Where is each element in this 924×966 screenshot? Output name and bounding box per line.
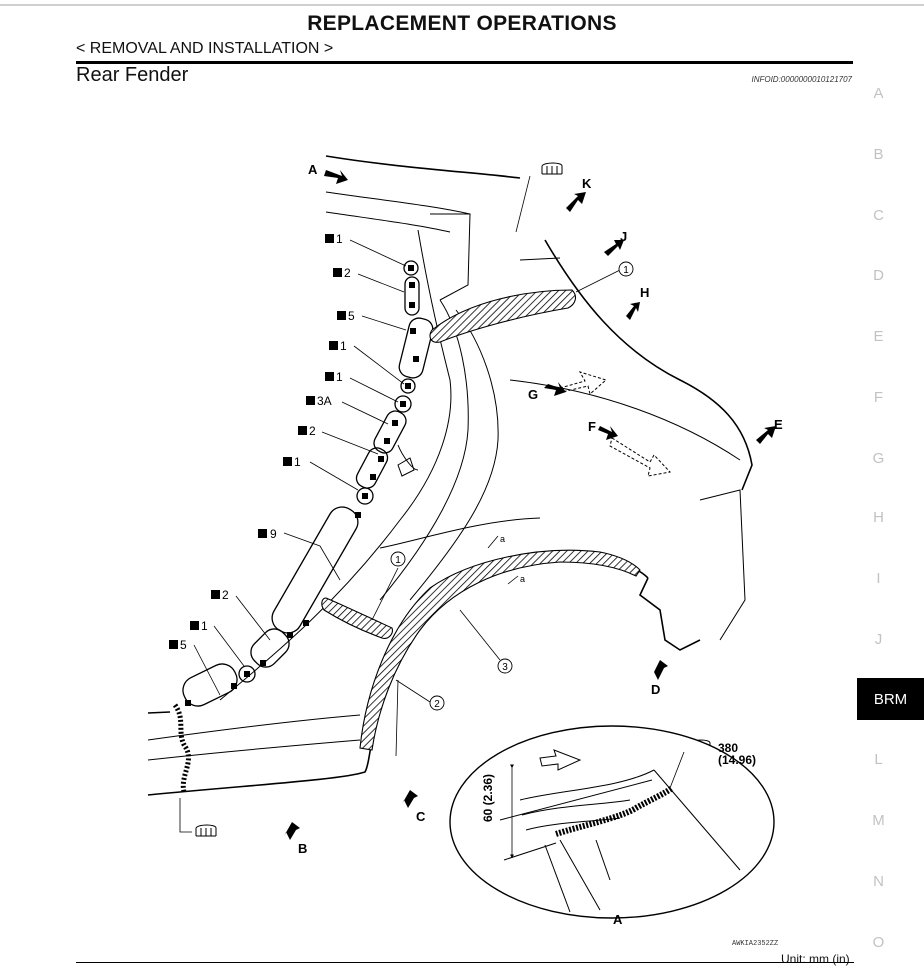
index-tab-o[interactable]: O xyxy=(872,934,885,951)
weld-points xyxy=(185,265,419,706)
unit-note: Unit: mm (in) xyxy=(781,952,850,966)
weld-callout: 2 xyxy=(344,266,351,280)
index-tab-i[interactable]: I xyxy=(876,570,881,587)
sealer-bead-left xyxy=(172,703,191,793)
index-tab-l[interactable]: L xyxy=(874,751,883,768)
detail-view-label: A xyxy=(613,912,623,927)
detail-letter: a xyxy=(520,574,525,584)
index-tab-brm[interactable]: BRM xyxy=(857,678,924,720)
weld-callout: 1 xyxy=(340,339,347,353)
detail-dim-length-in: (14.96) xyxy=(718,753,756,767)
part-callout: 1 xyxy=(623,265,629,276)
part-callouts: 1 1 2 3 xyxy=(390,261,634,711)
part-callout: 2 xyxy=(434,699,440,710)
direction-arrows xyxy=(559,371,671,477)
info-id: INFOID:0000000010121707 xyxy=(751,75,852,84)
top-rule xyxy=(0,4,924,6)
page-title: REPLACEMENT OPERATIONS xyxy=(307,12,617,35)
weld-callout: 1 xyxy=(201,619,208,633)
index-tab-f[interactable]: F xyxy=(873,389,884,406)
inner-panel-lines xyxy=(147,191,746,761)
leader-lines xyxy=(179,175,621,833)
weld-callout: 3A xyxy=(317,394,332,408)
figure-code: AWKIA2352ZZ xyxy=(732,940,779,948)
view-label-j: J xyxy=(620,229,627,244)
weld-seam-chain xyxy=(182,260,434,707)
view-label-b: B xyxy=(298,841,307,856)
index-tab-g[interactable]: G xyxy=(872,450,885,467)
index-tab-a[interactable]: A xyxy=(873,85,884,102)
weld-callouts: 1 2 5 1 1 3A 2 1 9 2 1 5 xyxy=(169,232,355,652)
index-tab-n[interactable]: N xyxy=(873,873,884,890)
index-tab-b[interactable]: B xyxy=(873,146,884,163)
view-arrows xyxy=(284,170,776,840)
part-callout: 1 xyxy=(395,555,401,566)
view-label-k: K xyxy=(582,176,592,191)
header-rule xyxy=(76,61,853,64)
fender-outline xyxy=(147,155,753,796)
index-tab-h[interactable]: H xyxy=(873,509,884,526)
weld-callout: 1 xyxy=(336,370,343,384)
weld-callout: 1 xyxy=(294,455,301,469)
index-tab-d[interactable]: D xyxy=(873,267,884,284)
detail-dim-offset: 60 (2.36) xyxy=(481,774,495,822)
index-tab-e[interactable]: E xyxy=(873,328,884,345)
view-label-a: A xyxy=(308,162,318,177)
view-label-e: E xyxy=(774,417,783,432)
section-heading: < REMOVAL AND INSTALLATION > xyxy=(76,40,334,57)
weld-callout: 5 xyxy=(348,309,355,323)
detail-inset: 380 (14.96) 60 (2.36) A xyxy=(449,725,775,927)
detail-letter: a xyxy=(500,534,505,544)
view-label-d: D xyxy=(651,682,660,697)
weld-callout: 2 xyxy=(222,588,229,602)
view-label-h: H xyxy=(640,285,649,300)
index-tab-m[interactable]: M xyxy=(872,812,885,829)
view-label-c: C xyxy=(416,809,426,824)
view-label-g: G xyxy=(528,387,538,402)
weld-callout: 1 xyxy=(336,232,343,246)
view-arrow-labels: A B C D E F G H J K xyxy=(298,162,783,856)
detail-dim-length: 380 xyxy=(718,741,738,755)
part-callout: 3 xyxy=(502,662,508,673)
weld-callout: 9 xyxy=(270,527,277,541)
detail-letters: a a xyxy=(500,534,525,584)
sealer-areas xyxy=(321,289,641,751)
index-tab-c[interactable]: C xyxy=(873,207,884,224)
subsection-title: Rear Fender xyxy=(76,64,189,86)
weld-callout: 2 xyxy=(309,424,316,438)
view-label-f: F xyxy=(588,419,596,434)
index-tab-j[interactable]: J xyxy=(874,631,883,648)
weld-callout: 5 xyxy=(180,638,187,652)
